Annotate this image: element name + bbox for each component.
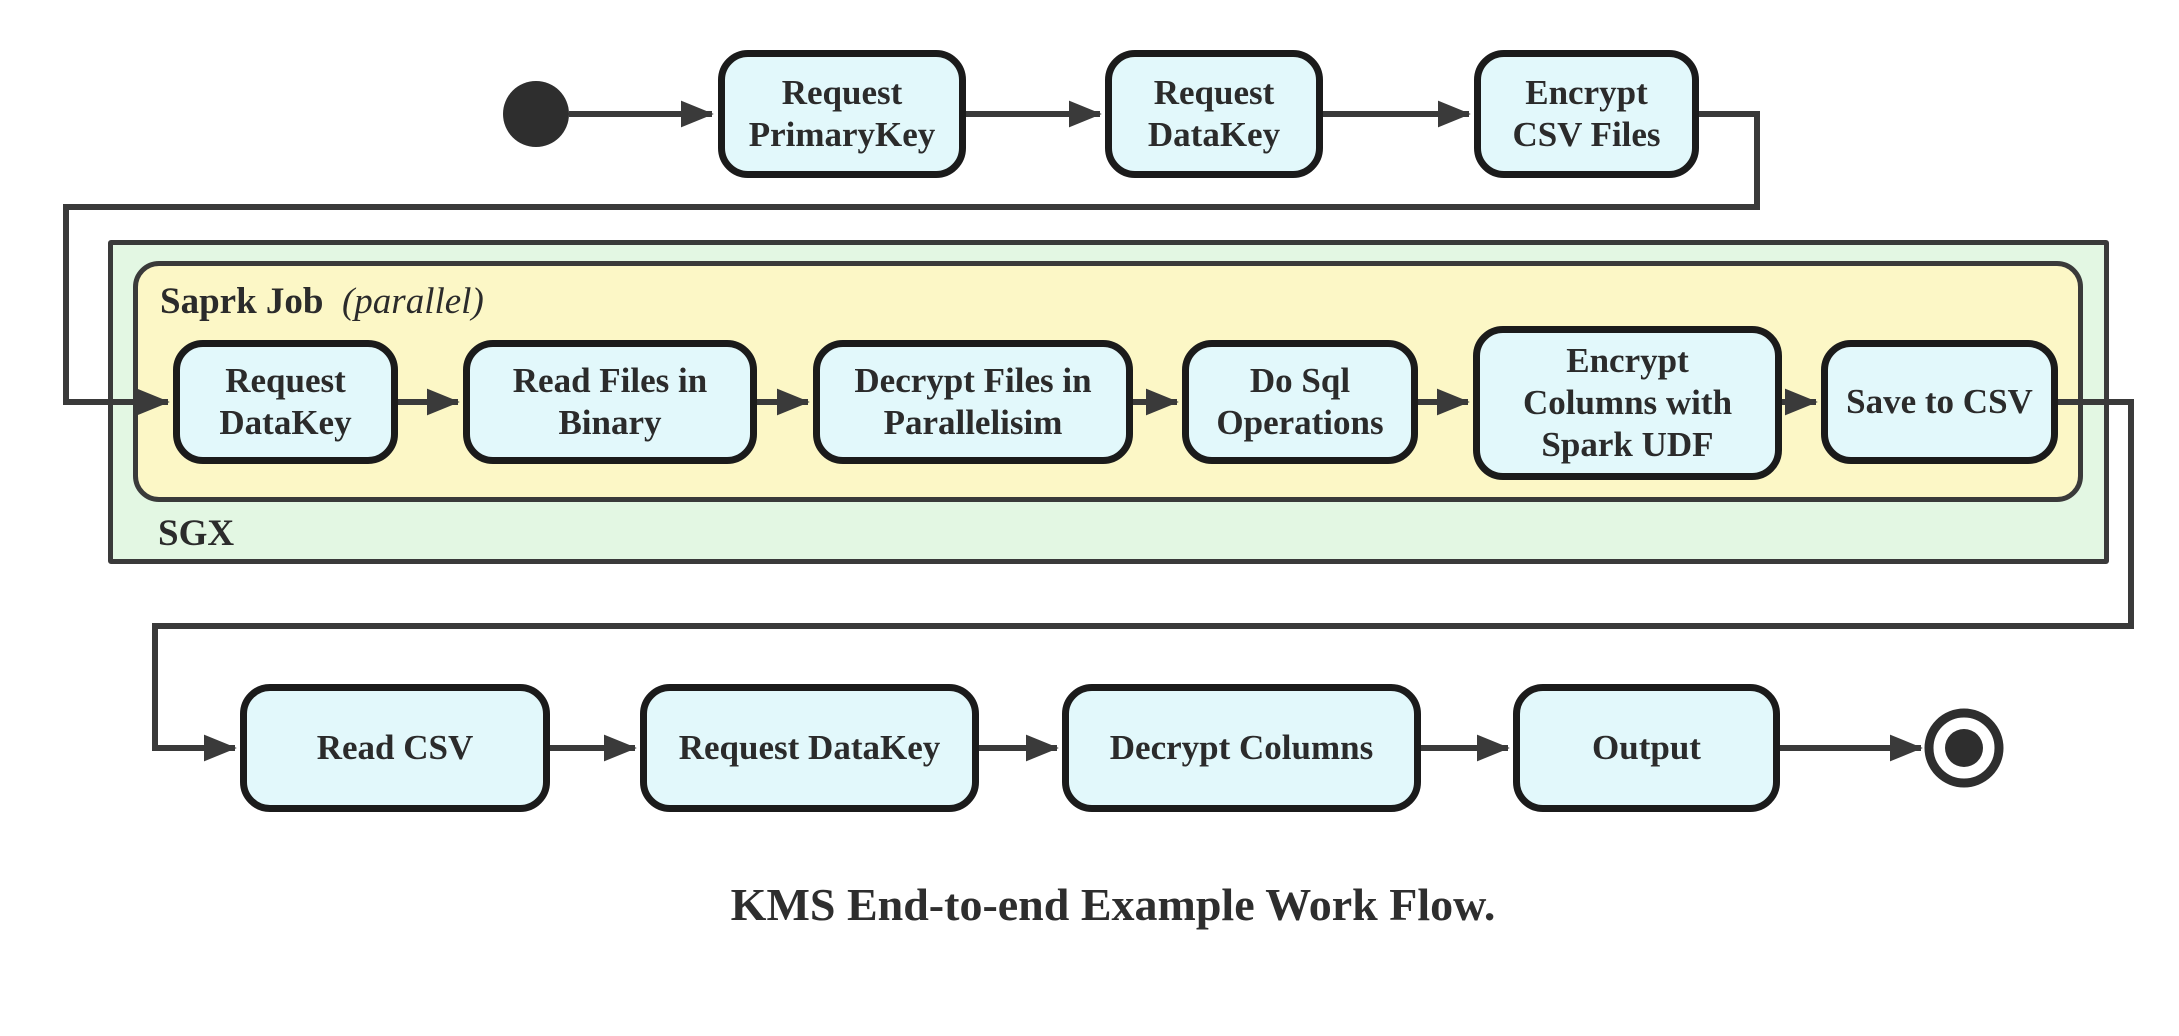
node-read-csv: Read CSV bbox=[240, 684, 550, 812]
node-encrypt-columns-with-spark-udf: Encrypt Columns with Spark UDF bbox=[1473, 326, 1782, 480]
diagram-caption: KMS End-to-end Example Work Flow. bbox=[730, 879, 1496, 930]
spark-job-title: Saprk Job bbox=[160, 281, 324, 322]
node-request-datakey-top: Request DataKey bbox=[1105, 50, 1323, 178]
sgx-label: SGX bbox=[158, 513, 235, 554]
node-decrypt-columns: Decrypt Columns bbox=[1062, 684, 1421, 812]
node-request-primarykey: Request PrimaryKey bbox=[718, 50, 966, 178]
spark-job-annotation: (parallel) bbox=[341, 281, 484, 322]
edge-save-csv-to-read-csv bbox=[152, 399, 2134, 762]
node-encrypt-csv-files: Encrypt CSV Files bbox=[1474, 50, 1699, 178]
initial-state-icon bbox=[503, 81, 569, 147]
node-save-to-csv: Save to CSV bbox=[1821, 340, 2058, 464]
edge-encrypt-csv-to-spark-request-datakey bbox=[63, 111, 1760, 416]
final-state-icon bbox=[1924, 708, 2004, 788]
node-read-files-in-binary: Read Files in Binary bbox=[463, 340, 757, 464]
spark-job-label: Saprk Job (parallel) bbox=[160, 281, 484, 323]
node-output: Output bbox=[1513, 684, 1780, 812]
node-decrypt-files-in-parallelisim: Decrypt Files in Parallelisim bbox=[813, 340, 1133, 464]
node-request-datakey-spark: Request DataKey bbox=[173, 340, 398, 464]
node-do-sql-operations: Do Sql Operations bbox=[1182, 340, 1418, 464]
node-request-datakey-bottom: Request DataKey bbox=[640, 684, 979, 812]
